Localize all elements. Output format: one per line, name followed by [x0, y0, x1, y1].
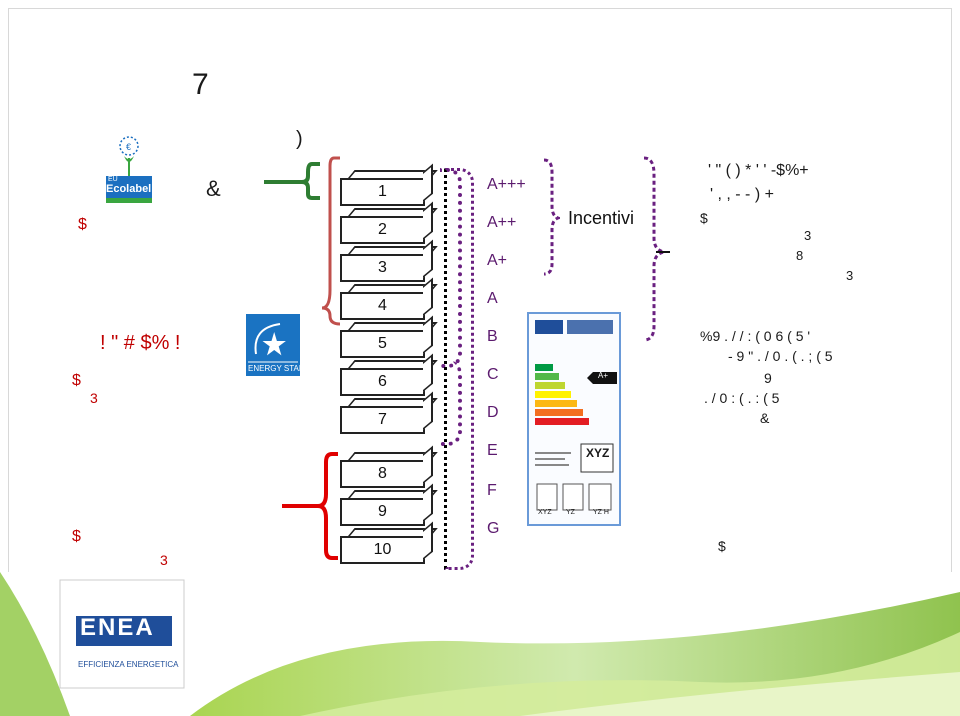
purple-bracket-mid [440, 360, 462, 446]
class-f: F [487, 482, 497, 499]
scale-box-7: 7 [340, 406, 425, 434]
scale-box-2: 2 [340, 216, 425, 244]
right-text-10: . / 0 : ( . : ( 5 [704, 390, 780, 406]
ecolabel-text: Ecolabel [106, 183, 152, 195]
scale-box-3: 3 [340, 254, 425, 282]
class-g: G [487, 520, 500, 537]
energy-label-brand: XYZ [586, 446, 610, 460]
left-text-1: $ [78, 216, 87, 233]
incentivi-brace [543, 158, 560, 276]
eu-ecolabel-logo: € [100, 132, 158, 206]
slide-title: 7 [192, 68, 209, 101]
purple-bracket-outer [444, 168, 474, 570]
class-a: A [487, 290, 498, 307]
right-text-4: 3 [804, 228, 812, 243]
scale-box-8: 8 [340, 460, 425, 488]
right-text-8: - 9 " . / 0 . ( . ; ( 5 [728, 348, 833, 364]
right-text-2: ' , , - - ) + [710, 186, 774, 203]
left-text-3a: $ [72, 372, 81, 389]
right-text-3: $ [700, 210, 708, 226]
energy-star-text: ENERGY STAR [248, 364, 305, 373]
ampersand-label: & [206, 176, 221, 201]
right-text-1: ' " ( ) * ' ' -$%+ [708, 162, 809, 179]
svg-text:€: € [126, 142, 131, 152]
enea-text: ENEA [80, 614, 155, 641]
left-text-4a: $ [72, 528, 81, 545]
scale-box-9: 9 [340, 498, 425, 526]
group-brackets [264, 156, 341, 560]
right-text-6: 3 [846, 268, 854, 283]
class-aplus: A+ [487, 252, 508, 269]
enea-logo [76, 608, 176, 654]
right-text-11: & [760, 410, 770, 426]
energy-star-logo [246, 314, 300, 376]
right-text-9: 9 [764, 370, 772, 386]
energy-label-model-1: XYZ [538, 509, 552, 516]
scale-box-10: 10 [340, 536, 425, 564]
class-c: C [487, 366, 499, 383]
right-text-7: %9 . / / : ( 0 6 ( 5 ' [700, 328, 811, 344]
energy-label-image [527, 312, 621, 526]
top-paren: ) [296, 128, 303, 150]
scale-box-5: 5 [340, 330, 425, 358]
left-text-2: ! " # $% ! [100, 332, 181, 354]
left-text-4b: 3 [160, 552, 168, 568]
energy-label-model-2: YZ [566, 509, 575, 516]
right-brace [643, 156, 670, 342]
enea-subtitle: EFFICIENZA ENERGETICA [78, 660, 179, 669]
scale-box-6: 6 [340, 368, 425, 396]
ecolabel-eu-text: EU [108, 176, 118, 183]
energy-label-rating: A+ [598, 371, 609, 380]
scale-box-4: 4 [340, 292, 425, 320]
incentivi-label: Incentivi [568, 208, 635, 228]
scale-box-1: 1 [340, 178, 425, 206]
class-a3plus: A+++ [487, 176, 526, 193]
class-b: B [487, 328, 498, 345]
class-e: E [487, 442, 498, 459]
right-text-5: 8 [796, 248, 804, 263]
class-d: D [487, 404, 499, 421]
class-a2plus: A++ [487, 214, 517, 231]
right-text-12: $ [718, 538, 726, 554]
energy-label-model-3: YZ H [593, 509, 609, 516]
left-text-3b: 3 [90, 390, 98, 406]
